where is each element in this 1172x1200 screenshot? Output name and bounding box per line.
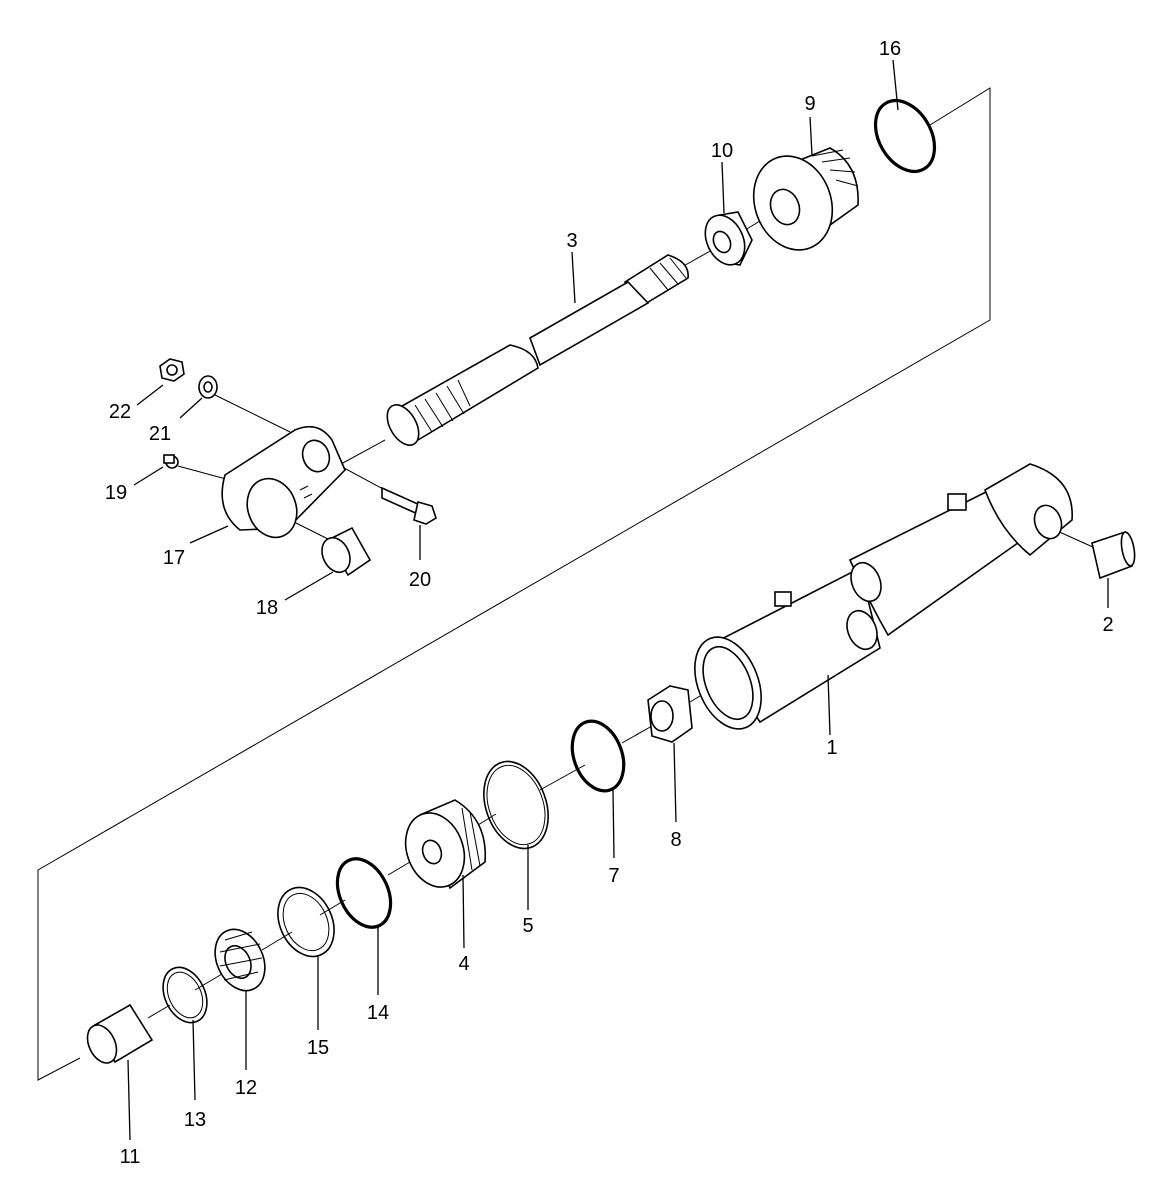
label-19: 19 — [105, 482, 127, 504]
part-16-o-ring — [873, 99, 937, 173]
label-22: 22 — [109, 401, 131, 423]
label-4: 4 — [458, 953, 469, 975]
label-11: 11 — [120, 1146, 141, 1168]
part-22-nut — [159, 358, 185, 382]
part-12-wiper-seal — [214, 928, 266, 992]
part-15-retaining-ring — [277, 886, 335, 958]
label-9: 9 — [804, 93, 815, 115]
label-17: 17 — [163, 547, 185, 569]
label-16: 16 — [879, 38, 901, 60]
part-3-piston-rod — [386, 254, 689, 446]
label-18: 18 — [256, 597, 278, 619]
part-19-grease-fitting — [163, 454, 179, 469]
label-7: 7 — [608, 865, 619, 887]
part-17-clevis — [221, 425, 346, 539]
label-12: 12 — [235, 1077, 257, 1099]
part-4-piston — [404, 799, 487, 890]
part-10-bushing — [704, 211, 753, 266]
part-8-nut — [647, 685, 693, 743]
label-5: 5 — [522, 915, 533, 937]
label-3: 3 — [566, 230, 577, 252]
part-2-pin — [1091, 530, 1136, 580]
label-1: 1 — [826, 737, 837, 759]
label-13: 13 — [184, 1109, 206, 1131]
label-10: 10 — [711, 140, 733, 162]
label-2: 2 — [1102, 614, 1113, 636]
part-18-bushing — [321, 526, 372, 577]
label-8: 8 — [670, 829, 681, 851]
label-20: 20 — [409, 569, 431, 591]
part-9-gland — [752, 147, 859, 251]
leader-lines — [127, 59, 1109, 1141]
part-1-cylinder-tube — [694, 463, 1073, 730]
part-20-bolt — [381, 486, 437, 525]
part-21-washer — [198, 375, 218, 399]
part-5-backup-ring — [483, 760, 549, 850]
label-21: 21 — [149, 423, 171, 445]
part-labels: 16 9 10 3 22 21 19 17 18 20 2 1 8 7 5 4 … — [105, 38, 1114, 1168]
part-7-o-ring — [570, 719, 626, 793]
part-13-snap-ring — [162, 966, 208, 1024]
part-14-o-ring — [335, 857, 393, 929]
label-15: 15 — [307, 1037, 329, 1059]
part-11-bushing — [86, 1003, 154, 1064]
label-14: 14 — [367, 1002, 389, 1024]
